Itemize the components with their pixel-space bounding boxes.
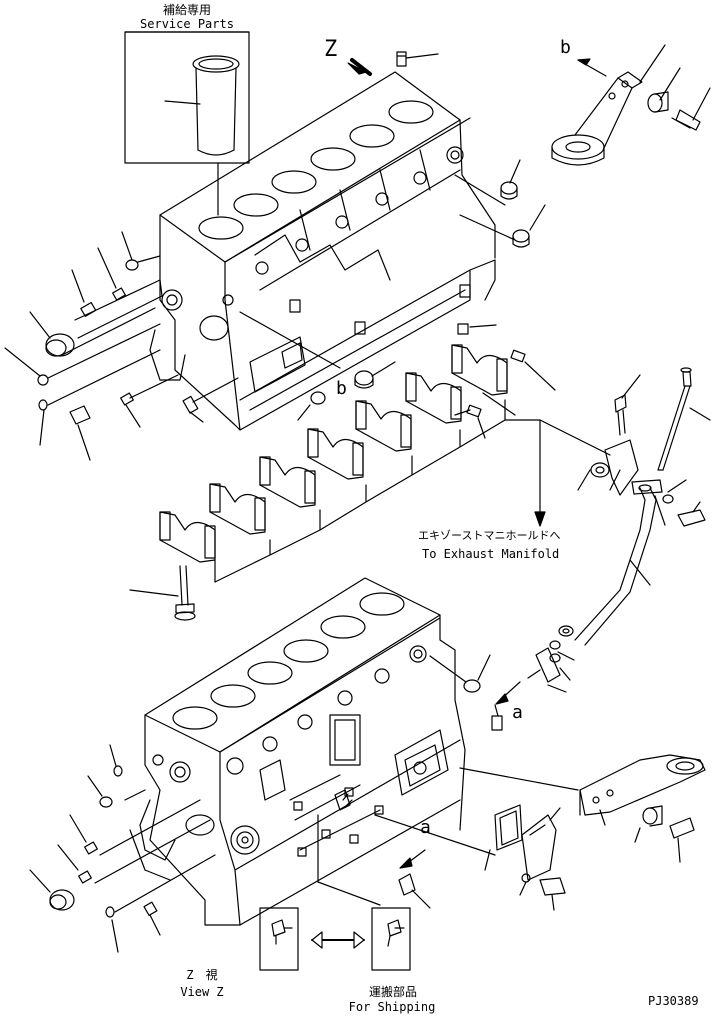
marker-b-mid: b (336, 378, 347, 399)
main-cap-bolt (129, 565, 196, 621)
view-z-label-en: View Z (180, 985, 224, 999)
expansion-plugs-right (454, 159, 546, 248)
exhaust-arrow (534, 419, 611, 527)
marker-z: Z (324, 37, 338, 62)
marker-a-lower: a (420, 817, 431, 838)
lower-cylinder-block (129, 577, 466, 926)
service-parts-label-en: Service Parts (140, 17, 234, 31)
exhaust-label-jp: エキゾーストマニホールドへ (418, 529, 561, 542)
dipstick-assembly (495, 367, 711, 705)
drawing-number: PJ30389 (648, 994, 699, 1008)
service-parts-box (124, 31, 250, 216)
bracket-b-upper (551, 44, 711, 166)
view-z-label-jp: Z 視 (186, 968, 218, 982)
double-arrow (311, 931, 365, 949)
lower-block-parts (29, 654, 706, 953)
exhaust-label-en: To Exhaust Manifold (422, 547, 560, 561)
top-plug (396, 51, 439, 67)
shipping-label-jp: 運搬部品 (368, 985, 417, 999)
mid-plugs-upper (239, 311, 556, 439)
service-parts-label-jp: 補給専用 (162, 3, 211, 17)
shipping-label-en: For Shipping (348, 1000, 436, 1014)
z-view-arrow (347, 58, 372, 76)
marker-b-top: b (560, 37, 571, 58)
view-z-box (259, 907, 299, 971)
shipping-box (371, 907, 411, 971)
marker-a-right: a (512, 702, 523, 723)
main-bearing-caps (159, 344, 541, 583)
left-plugs-upper (4, 231, 239, 461)
upper-cylinder-block (149, 71, 496, 431)
